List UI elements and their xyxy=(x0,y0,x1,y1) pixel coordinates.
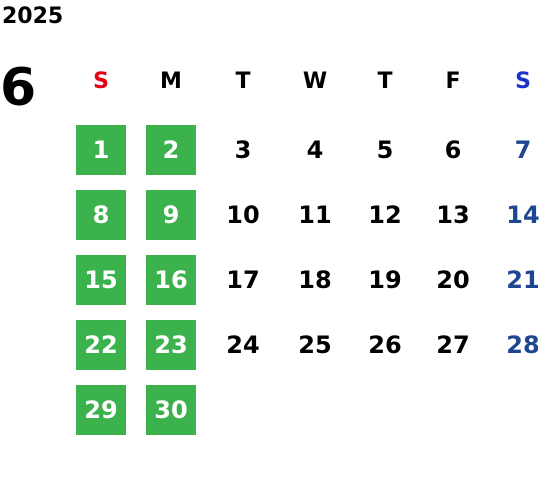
date-cell[interactable]: 11 xyxy=(298,201,332,229)
date-cell[interactable]: 4 xyxy=(306,136,324,164)
weekday-header: F xyxy=(445,69,461,94)
weekday-header: T xyxy=(377,69,393,94)
date-cell[interactable]: 28 xyxy=(506,331,540,359)
date-cell[interactable]: 26 xyxy=(368,331,402,359)
weekday-header: S xyxy=(515,69,531,94)
date-cell[interactable]: 18 xyxy=(298,266,332,294)
date-cell[interactable]: 29 xyxy=(76,385,126,435)
date-cell[interactable]: 27 xyxy=(436,331,470,359)
date-cell[interactable]: 15 xyxy=(76,255,126,305)
date-cell[interactable]: 21 xyxy=(506,266,540,294)
date-cell[interactable]: 10 xyxy=(226,201,260,229)
year-label: 2025 xyxy=(2,4,64,29)
weekday-header: W xyxy=(302,69,328,94)
date-cell[interactable]: 17 xyxy=(226,266,260,294)
date-cell[interactable]: 24 xyxy=(226,331,260,359)
date-cell[interactable]: 30 xyxy=(146,385,196,435)
date-cell[interactable]: 7 xyxy=(514,136,532,164)
date-cell[interactable]: 12 xyxy=(368,201,402,229)
date-cell[interactable]: 19 xyxy=(368,266,402,294)
date-cell[interactable]: 22 xyxy=(76,320,126,370)
date-cell[interactable]: 16 xyxy=(146,255,196,305)
weekday-header: T xyxy=(235,69,251,94)
date-cell[interactable]: 2 xyxy=(146,125,196,175)
date-cell[interactable]: 1 xyxy=(76,125,126,175)
date-cell[interactable]: 23 xyxy=(146,320,196,370)
date-cell[interactable]: 3 xyxy=(234,136,252,164)
date-cell[interactable]: 13 xyxy=(436,201,470,229)
date-cell[interactable]: 9 xyxy=(146,190,196,240)
weekday-header: S xyxy=(93,69,109,94)
date-cell[interactable]: 20 xyxy=(436,266,470,294)
date-cell[interactable]: 5 xyxy=(376,136,394,164)
weekday-header: M xyxy=(160,69,182,94)
date-cell[interactable]: 8 xyxy=(76,190,126,240)
date-cell[interactable]: 14 xyxy=(506,201,540,229)
date-cell[interactable]: 6 xyxy=(444,136,462,164)
date-cell[interactable]: 25 xyxy=(298,331,332,359)
month-label: 6 xyxy=(0,58,37,118)
